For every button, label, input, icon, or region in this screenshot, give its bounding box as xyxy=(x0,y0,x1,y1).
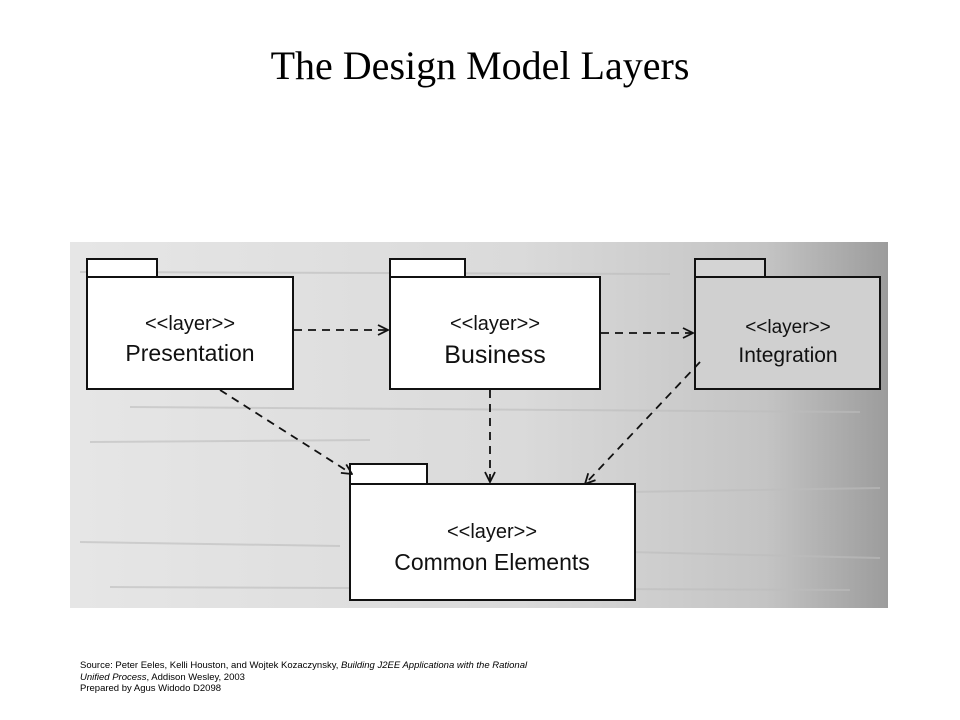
dependency-presentation-common xyxy=(219,389,352,474)
presentation-stereotype: <<layer>> xyxy=(145,313,235,335)
layer-diagram-figure: <<layer>> Presentation <<layer>> Busines… xyxy=(70,242,888,608)
package-presentation: <<layer>> Presentation xyxy=(86,258,294,390)
package-integration: <<layer>> Integration xyxy=(694,258,881,390)
integration-stereotype: <<layer>> xyxy=(745,317,831,338)
source-line-2: Unified Process, Addison Wesley, 2003 xyxy=(80,672,527,684)
source-book-title-part2: Unified Process xyxy=(80,671,147,683)
source-book-title-part1: Building J2EE Applicationa with the Rati… xyxy=(341,660,528,671)
source-publisher: , Addison Wesley, 2003 xyxy=(146,671,245,683)
common-elements-name: Common Elements xyxy=(394,549,590,575)
presentation-name: Presentation xyxy=(125,340,254,366)
package-business: <<layer>> Business xyxy=(389,258,601,390)
business-name: Business xyxy=(444,341,545,369)
business-stereotype: <<layer>> xyxy=(450,313,540,335)
slide-title: The Design Model Layers xyxy=(270,43,690,88)
scan-texture xyxy=(79,271,881,591)
source-prefix: Source: Peter Eeles, Kelli Houston, and … xyxy=(80,660,342,671)
source-prepared-by: Prepared by Agus Widodo D2098 xyxy=(80,683,222,694)
common-elements-stereotype: <<layer>> xyxy=(447,521,537,543)
integration-name: Integration xyxy=(738,344,837,367)
source-citation: Source: Peter Eeles, Kelli Houston, and … xyxy=(80,660,527,695)
layer-diagram: <<layer>> Presentation <<layer>> Busines… xyxy=(70,242,888,608)
package-common-elements: <<layer>> Common Elements xyxy=(349,463,636,601)
source-line-1: Source: Peter Eeles, Kelli Houston, and … xyxy=(80,660,527,672)
